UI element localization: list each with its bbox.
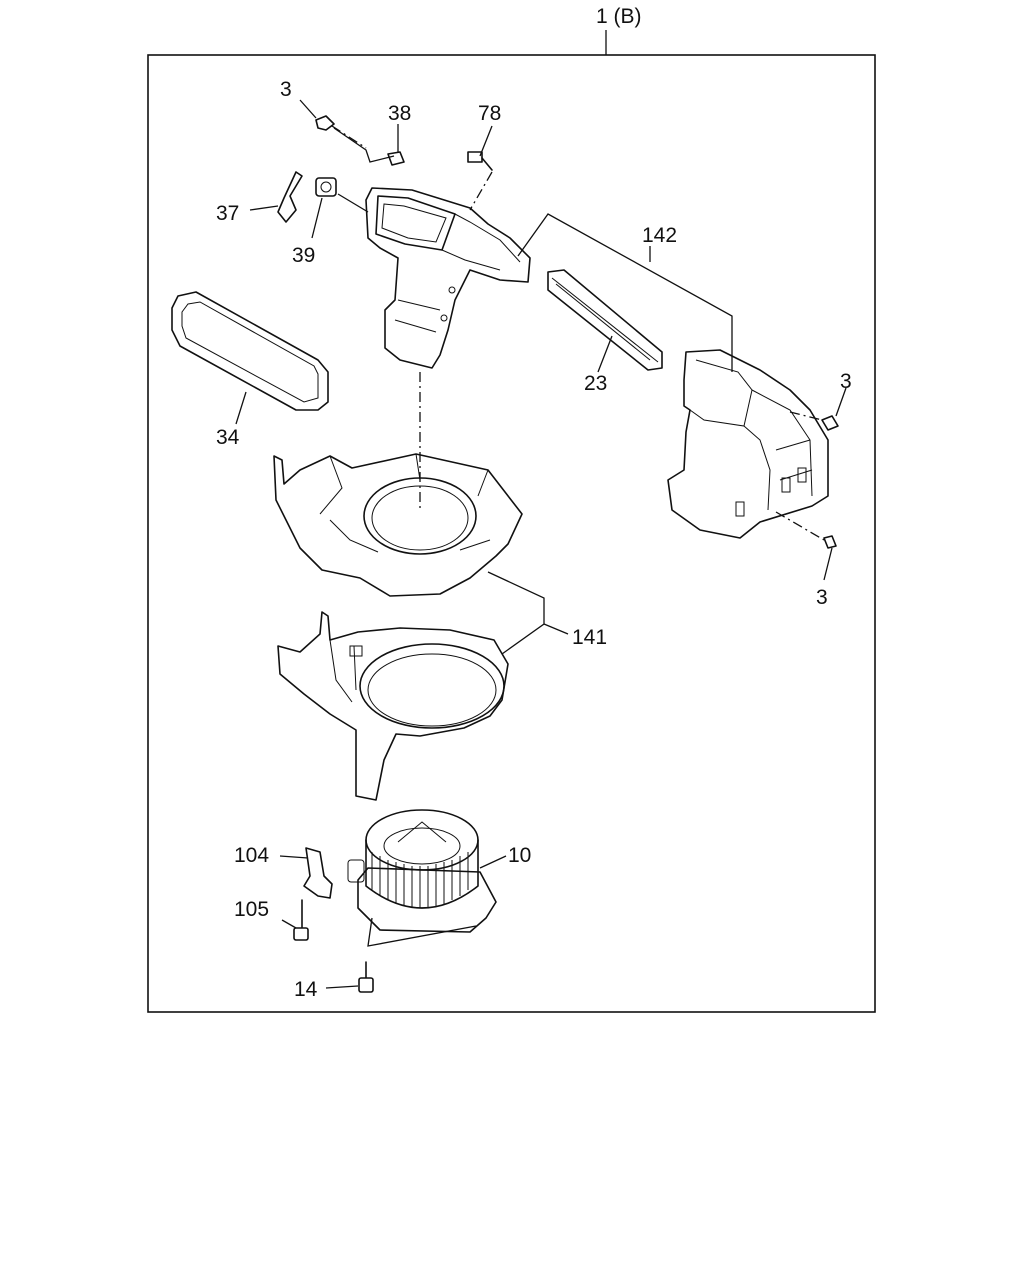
callout-34: 34 — [216, 426, 240, 449]
bracket-part-104 — [303, 847, 333, 899]
assembly-axis-right-clip-low — [775, 511, 825, 541]
clip-part-3-right-lower — [823, 535, 837, 549]
actuator-part-39 — [315, 177, 337, 197]
filter-part-23 — [547, 269, 663, 371]
callout-37: 37 — [216, 202, 239, 225]
callout-104: 104 — [234, 844, 269, 867]
callout-39: 39 — [292, 244, 315, 267]
clip-part-3-right-upper — [821, 415, 839, 431]
intake-duct-part — [365, 187, 531, 369]
screw-part-105 — [293, 899, 309, 941]
screw-part-78 — [467, 151, 493, 171]
callout-38: 38 — [388, 102, 411, 125]
assembly-axis-right-clip — [789, 411, 823, 421]
assembly-axis-screw78 — [469, 171, 493, 211]
callout-78: 78 — [478, 102, 501, 125]
callout-142: 142 — [642, 224, 677, 247]
seal-part-34 — [171, 291, 329, 411]
callout-10: 10 — [508, 844, 531, 867]
callout-3-top-left: 3 — [280, 78, 292, 101]
assembly-label: 1 (B) — [596, 5, 642, 28]
diagram-frame — [147, 54, 876, 1013]
callout-23: 23 — [584, 372, 607, 395]
assembly-axis-clip — [331, 125, 367, 149]
screw-part-14 — [358, 961, 374, 993]
case-part-142 — [667, 349, 829, 539]
callout-14: 14 — [294, 978, 318, 1001]
upper-blower-case-part — [273, 453, 523, 597]
callout-105: 105 — [234, 898, 269, 921]
clip-part-38 — [387, 151, 405, 166]
clip-part-3-top — [315, 115, 335, 131]
lower-blower-case-part — [277, 611, 509, 801]
callout-141: 141 — [572, 626, 607, 649]
callout-3-right-lower: 3 — [816, 586, 828, 609]
blower-motor-part-10 — [347, 809, 497, 933]
callout-3-right-upper: 3 — [840, 370, 852, 393]
lever-part-37 — [277, 171, 303, 223]
